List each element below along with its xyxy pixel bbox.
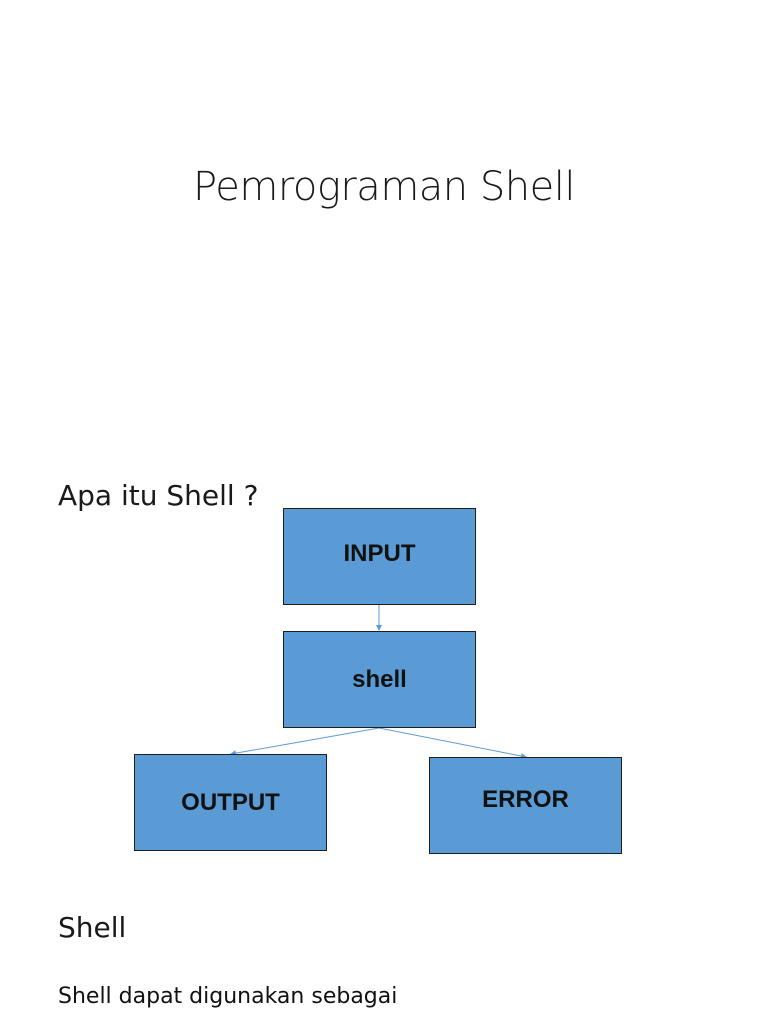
- diagram-box-shell-label: shell: [352, 665, 407, 693]
- body-text-line-1: Shell dapat digunakan sebagai: [58, 984, 398, 1009]
- diagram-box-shell: shell: [283, 631, 476, 728]
- diagram-box-output-label: OUTPUT: [181, 788, 280, 816]
- diagram-box-output: OUTPUT: [134, 754, 327, 851]
- section-heading-shell: Shell: [58, 911, 127, 944]
- connector-shell-to-error: [378, 727, 527, 759]
- diagram-box-input-label: INPUT: [343, 539, 416, 567]
- diagram-box-error: ERROR: [429, 757, 622, 854]
- section-heading-apa-itu-shell: Apa itu Shell ?: [58, 479, 259, 512]
- connector-shell-to-output: [230, 727, 380, 757]
- diagram-box-input: INPUT: [283, 508, 476, 605]
- slide-title: Pemrograman Shell: [193, 164, 575, 210]
- diagram-box-error-label: ERROR: [482, 785, 569, 813]
